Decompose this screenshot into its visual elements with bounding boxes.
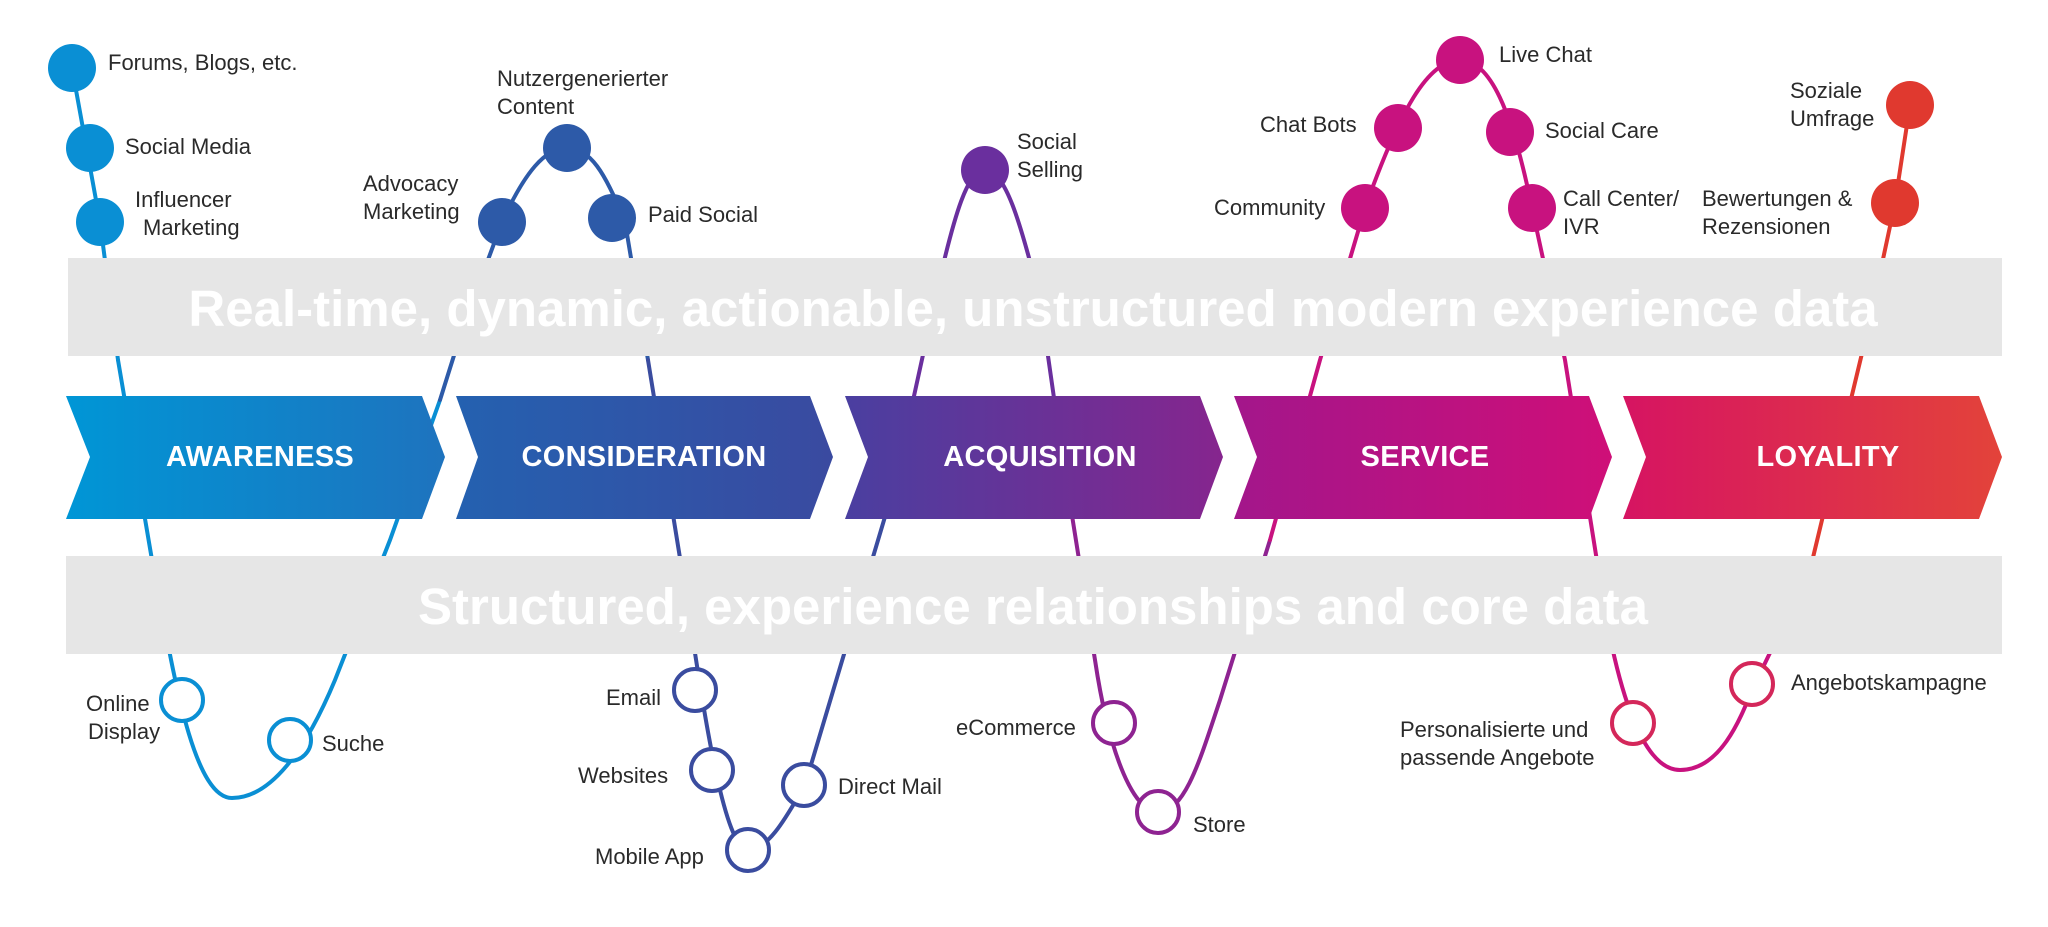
node-social-media <box>66 124 114 172</box>
stage-service-label: SERVICE <box>1361 441 1490 473</box>
stage-consideration-label: CONSIDERATION <box>521 441 766 473</box>
label-bewertungen-rezensionen: Bewertungen &Rezensionen <box>1702 186 1853 239</box>
node-social-selling <box>961 146 1009 194</box>
top-touchpoint-nodes <box>48 36 1934 246</box>
node-forums-blogs <box>48 44 96 92</box>
label-community: Community <box>1214 195 1325 220</box>
node-call-center-ivr <box>1508 184 1556 232</box>
bottom-touchpoint-nodes <box>159 661 1775 873</box>
node-mobile-app <box>725 827 771 873</box>
label-social-care: Social Care <box>1545 118 1659 143</box>
node-chat-bots <box>1374 104 1422 152</box>
label-call-center-ivr: Call Center/IVR <box>1563 186 1680 239</box>
label-paid-social: Paid Social <box>648 202 758 227</box>
node-ecommerce <box>1091 700 1137 746</box>
stage-chevrons: AWARENESS CONSIDERATION ACQUISITION SERV… <box>66 396 2002 519</box>
stage-awareness-label: AWARENESS <box>166 441 354 473</box>
stage-awareness-arrow <box>66 396 445 519</box>
top-band-label: Real-time, dynamic, actionable, unstruct… <box>188 280 1878 337</box>
stage-loyality-label: LOYALITY <box>1756 441 1899 473</box>
node-paid-social <box>588 194 636 242</box>
label-live-chat: Live Chat <box>1499 42 1592 67</box>
node-soziale-umfrage <box>1886 81 1934 129</box>
label-forums-blogs: Forums, Blogs, etc. <box>108 50 298 75</box>
node-social-care <box>1486 108 1534 156</box>
stage-consideration-arrow <box>456 396 833 519</box>
node-store <box>1135 789 1181 835</box>
label-mobile-app: Mobile App <box>595 844 704 869</box>
stage-acquisition-label: ACQUISITION <box>943 441 1136 473</box>
touchpoint-labels: Forums, Blogs, etc. Social Media Influen… <box>86 42 1987 869</box>
label-store: Store <box>1193 812 1246 837</box>
node-angebotskampagne <box>1729 661 1775 707</box>
node-influencer-marketing <box>76 198 124 246</box>
stage-service-arrow <box>1234 396 1612 519</box>
node-suche <box>267 717 313 763</box>
node-advocacy-marketing <box>478 198 526 246</box>
label-suche: Suche <box>322 731 384 756</box>
node-websites <box>689 747 735 793</box>
label-email: Email <box>606 685 661 710</box>
label-chat-bots: Chat Bots <box>1260 112 1357 137</box>
node-bewertungen-rezensionen <box>1871 179 1919 227</box>
label-direct-mail: Direct Mail <box>838 774 942 799</box>
top-data-band <box>68 258 2002 356</box>
bottom-band-label: Structured, experience relationships and… <box>418 578 1649 635</box>
stage-loyality-arrow <box>1623 396 2002 519</box>
node-email <box>672 667 718 713</box>
label-social-media: Social Media <box>125 134 252 159</box>
label-ecommerce: eCommerce <box>956 715 1076 740</box>
node-community <box>1341 184 1389 232</box>
node-personalisierte-angebote <box>1610 700 1656 746</box>
label-websites: Websites <box>578 763 668 788</box>
node-direct-mail <box>781 762 827 808</box>
node-live-chat <box>1436 36 1484 84</box>
node-nutzergenerierter-content <box>543 124 591 172</box>
node-online-display <box>159 677 205 723</box>
bottom-data-band <box>66 556 2002 654</box>
stage-acquisition-arrow <box>845 396 1223 519</box>
label-angebotskampagne: Angebotskampagne <box>1791 670 1987 695</box>
